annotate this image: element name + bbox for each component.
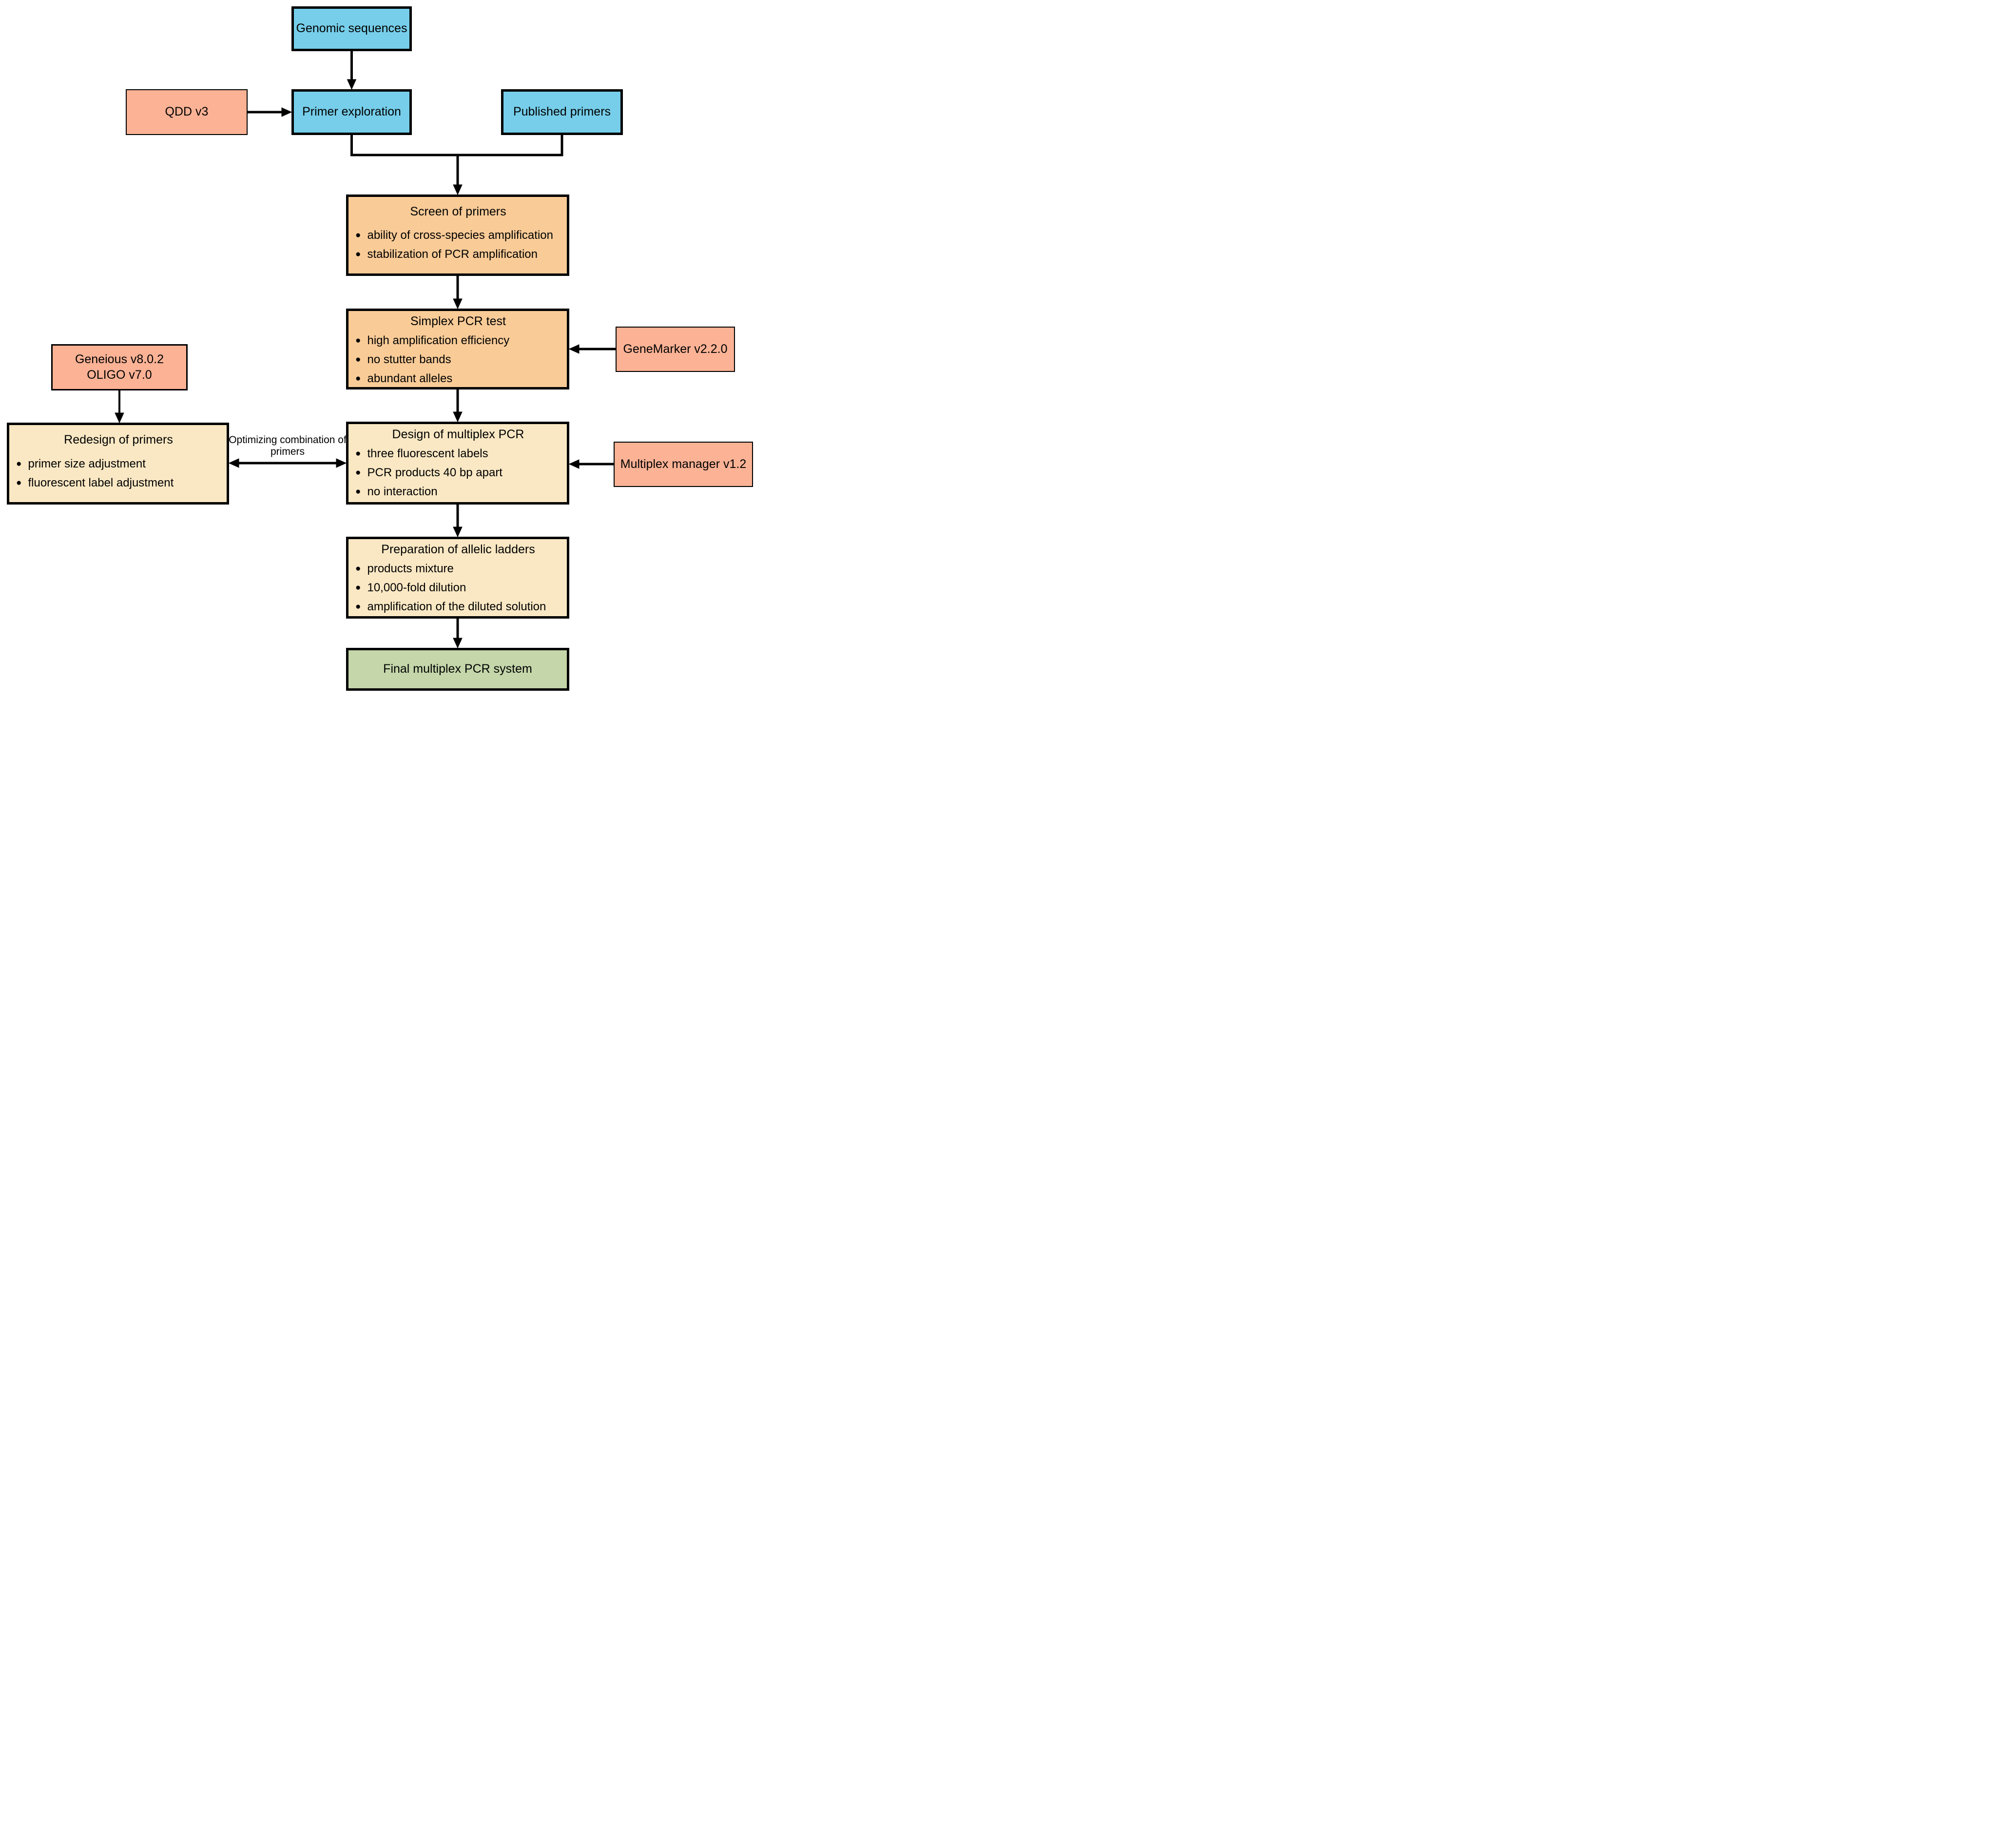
node-title: Simplex PCR test	[410, 314, 506, 328]
bullet-list: three fluorescent labels PCR products 40…	[355, 442, 561, 504]
arrow-design-to-preparation	[453, 505, 463, 538]
connector-merge-primers	[350, 135, 563, 195]
bullet-list: high amplification efficiency no stutter…	[355, 329, 561, 390]
node-published-primers: Published primers	[501, 89, 623, 135]
arrow-screen-to-simplex	[453, 276, 463, 310]
arrow-genomic-to-primer-exploration	[347, 51, 357, 90]
bullet-list: products mixture 10,000-fold dilution am…	[355, 557, 561, 619]
bullet-item: stabilization of PCR amplification	[355, 247, 561, 262]
bullet-item: high amplification efficiency	[355, 333, 561, 348]
node-genomic-sequences: Genomic sequences	[291, 6, 412, 51]
node-preparation-of-allelic-ladders: Preparation of allelic ladders products …	[346, 537, 569, 619]
bullet-list: ability of cross-species amplification s…	[355, 224, 561, 266]
node-screen-of-primers: Screen of primers ability of cross-speci…	[346, 195, 569, 276]
flowchart-canvas: Optimizing combination of primers Genomi…	[0, 0, 754, 693]
node-title: Design of multiplex PCR	[392, 428, 524, 441]
connector-layer	[115, 51, 616, 649]
arrow-geneious-to-redesign	[115, 390, 124, 424]
node-label-line1: Geneious v8.0.2	[75, 352, 164, 367]
node-multiplex-manager: Multiplex manager v1.2	[614, 442, 753, 487]
bullet-item: no stutter bands	[355, 352, 561, 367]
node-label-line2: OLIGO v7.0	[87, 368, 152, 382]
node-title: Redesign of primers	[64, 433, 173, 447]
bullet-item: amplification of the diluted solution	[355, 600, 561, 614]
node-design-of-multiplex-pcr: Design of multiplex PCR three fluorescen…	[346, 422, 569, 505]
arrow-genemarker-to-simplex	[568, 344, 616, 354]
node-simplex-pcr-test: Simplex PCR test high amplification effi…	[346, 309, 569, 389]
bullet-item: three fluorescent labels	[355, 447, 561, 461]
bullet-item: ability of cross-species amplification	[355, 228, 561, 243]
node-geneious-oligo: Geneious v8.0.2 OLIGO v7.0	[51, 344, 188, 390]
node-title: Preparation of allelic ladders	[381, 543, 535, 556]
node-final-multiplex-pcr-system: Final multiplex PCR system	[346, 648, 569, 691]
arrow-qdd-to-primer-exploration	[248, 107, 292, 117]
arrow-preparation-to-final	[453, 619, 463, 649]
node-redesign-of-primers: Redesign of primers primer size adjustme…	[7, 423, 229, 505]
bullet-list: primer size adjustment fluorescent label…	[16, 452, 221, 495]
node-qdd-v3: QDD v3	[126, 89, 248, 135]
arrow-simplex-to-design	[453, 389, 463, 423]
arrow-multiplexmanager-to-design	[568, 459, 614, 469]
node-primer-exploration: Primer exploration	[291, 89, 412, 135]
node-title: Screen of primers	[410, 204, 506, 218]
bullet-item: primer size adjustment	[16, 457, 221, 471]
bullet-item: 10,000-fold dilution	[355, 581, 561, 595]
bullet-item: products mixture	[355, 562, 561, 576]
node-genemarker: GeneMarker v2.2.0	[616, 327, 735, 372]
bullet-item: no interaction	[355, 485, 561, 499]
arrow-redesign-design-bidirectional	[228, 458, 347, 468]
edge-label-optimizing-combination: Optimizing combination of primers	[229, 434, 347, 457]
bullet-item: fluorescent label adjustment	[16, 476, 221, 490]
bullet-item: PCR products 40 bp apart	[355, 466, 561, 480]
bullet-item: abundant alleles	[355, 371, 561, 386]
